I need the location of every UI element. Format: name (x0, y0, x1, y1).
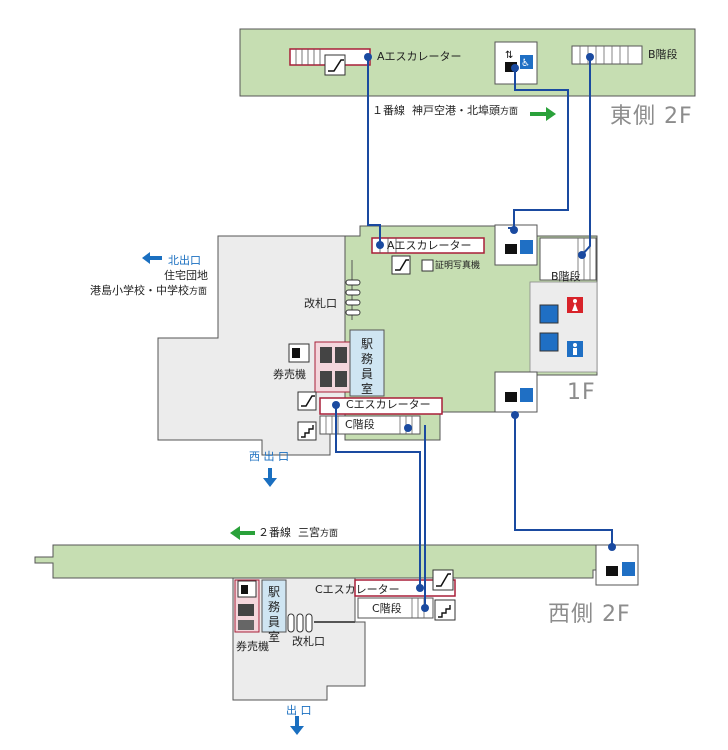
ticket-machines-1f (314, 341, 351, 393)
stairs-icon-west (434, 599, 456, 621)
north-exit-dest-2: 港島小学校・中学校方面 (90, 285, 207, 297)
floor-label-1f: 1F (567, 380, 596, 405)
stairs-b-1f (539, 237, 597, 281)
label-stairs-b-east: B階段 (648, 48, 678, 61)
escalator-icon-west (432, 569, 454, 591)
north-exit-dest-1: 住宅団地 (164, 269, 208, 282)
west-exit-arrow (263, 468, 277, 487)
north-exit-arrow (142, 252, 162, 264)
svg-text:♿: ♿ (521, 58, 530, 69)
escalator-icon-1f-c (297, 391, 317, 411)
line2-label: ２番線 三宮方面 (258, 527, 338, 539)
label-station-office-1f: 駅務員室 (360, 337, 373, 396)
floor-label-east-2f: 東側 2F (610, 104, 693, 129)
line2-name: ２番線 (258, 526, 291, 539)
elevator-1f-south (494, 371, 538, 413)
escalator-icon-east (324, 54, 346, 76)
line1-direction-arrow (530, 107, 556, 121)
accessible-wc-2 (539, 332, 559, 352)
male-wc-icon (567, 341, 583, 357)
south-exit-label: 出 口 (286, 704, 312, 717)
west-2f-platform (34, 544, 599, 579)
north-exit-dest-2-text: 港島小学校・中学校 (90, 284, 189, 297)
escalator-a-1f (371, 237, 485, 254)
ticket-gate-1f (345, 260, 361, 320)
label-esc-a-east: Aエスカレーター (377, 50, 462, 63)
line2-suffix: 方面 (320, 529, 339, 539)
label-ticket-machine-west: 券売機 (236, 640, 269, 653)
photo-booth-box (421, 259, 434, 272)
elevator-west (595, 544, 639, 586)
svg-text:⇅: ⇅ (505, 50, 513, 61)
line1-direction: 神戸空港・北埠頭 (412, 104, 500, 117)
ticket-icon-1f (288, 343, 310, 363)
label-stairs-c-1f: C階段 (345, 418, 375, 431)
stairs-icon-1f-c (297, 421, 317, 441)
stairs-b-east (571, 45, 643, 65)
line2-direction-arrow (230, 526, 255, 540)
route-lines (335, 57, 613, 608)
accessible-wc-1 (539, 304, 559, 324)
escalator-icon-1f-a (391, 255, 411, 275)
restroom-block (529, 281, 598, 373)
ticket-gate-west (287, 613, 355, 633)
label-photo-booth: 証明写真機 (435, 261, 481, 271)
label-stairs-c-west: C階段 (372, 602, 402, 615)
south-exit-arrow (290, 716, 304, 735)
line1-suffix: 方面 (500, 107, 519, 117)
line1-name: １番線 (372, 104, 405, 117)
label-ticket-machine-1f: 券売機 (273, 368, 306, 381)
label-stairs-b-1f: B階段 (551, 270, 581, 283)
escalator-c-west (354, 579, 456, 597)
floor-label-west-2f: 西側 2F (548, 602, 631, 627)
west-exit-label: 西 出 口 (249, 450, 289, 463)
label-esc-a-1f: Aエスカレーター (387, 239, 472, 252)
stairs-c-west (357, 597, 434, 619)
label-ticket-gate-1f: 改札口 (304, 297, 337, 310)
escalator-c-1f (319, 397, 443, 415)
line2-direction: 三宮 (298, 526, 320, 539)
station-office-west (261, 579, 287, 633)
ticket-icon-west (237, 580, 257, 598)
label-ticket-gate-west: 改札口 (292, 635, 325, 648)
stairs-c-1f (319, 415, 421, 435)
north-exit-suffix: 方面 (189, 287, 208, 297)
female-wc-icon (567, 297, 583, 313)
line1-label: １番線 神戸空港・北埠頭方面 (372, 105, 518, 117)
label-esc-c-1f: Cエスカレーター (346, 398, 431, 411)
label-station-office-west: 駅務員室 (267, 585, 280, 644)
label-esc-c-west: Cエスカレーター (315, 583, 400, 596)
route-nodes (332, 53, 616, 612)
station-office-1f (349, 329, 385, 397)
north-exit-label: 北出口 (168, 254, 201, 267)
